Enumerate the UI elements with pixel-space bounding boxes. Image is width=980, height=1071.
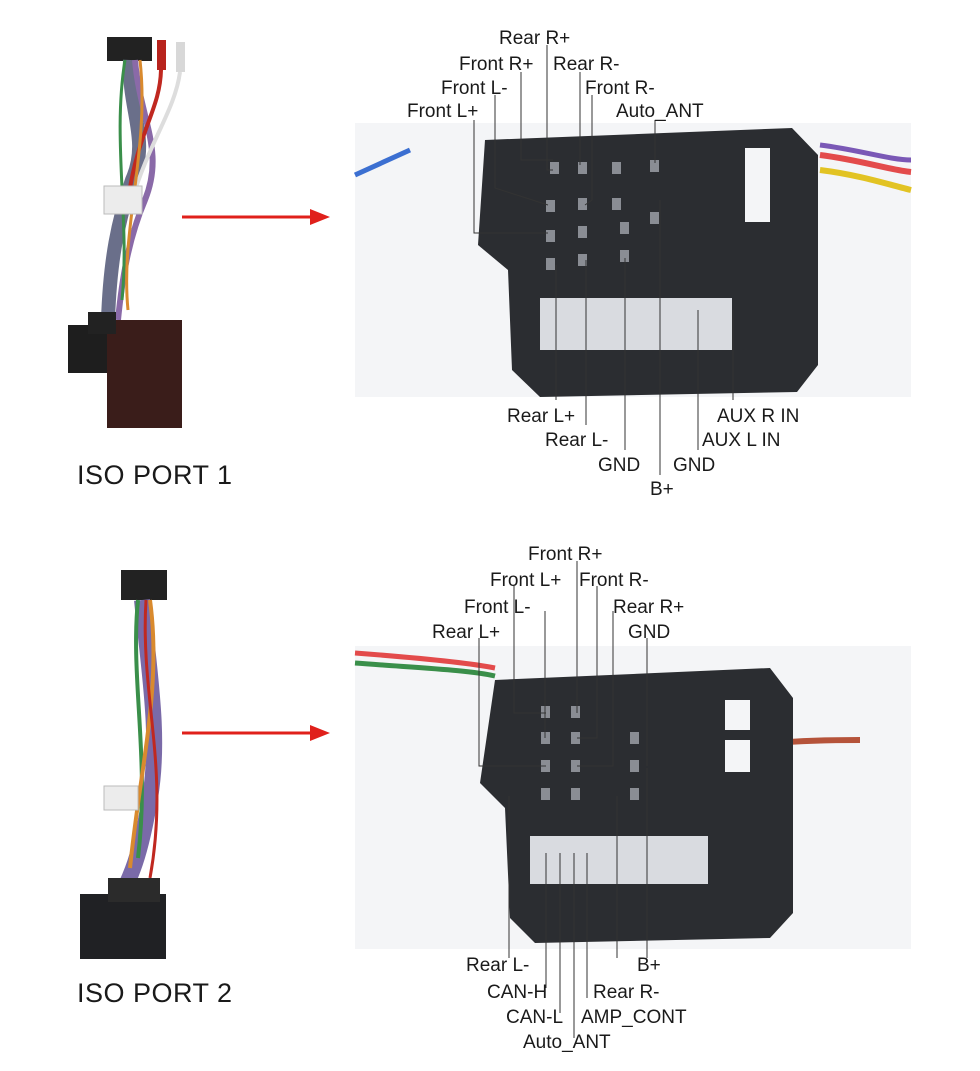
label-aux-r-in: AUX R IN [717, 406, 799, 427]
label-b-plus: B+ [637, 955, 661, 976]
label-rear-r-minus: Rear R- [553, 54, 620, 75]
label-rear-l-plus: Rear L+ [507, 406, 575, 427]
label-front-r-plus: Front R+ [528, 544, 602, 565]
label-aux-l-in: AUX L IN [702, 430, 781, 451]
label-auto-ant: Auto_ANT [616, 101, 704, 122]
iso-port-1-figure: Rear R+ Front R+ Rear R- Front L- Front … [68, 28, 912, 500]
arrow-right-icon [182, 209, 330, 225]
label-gnd: GND [628, 622, 670, 643]
label-front-l-minus: Front L- [464, 597, 531, 618]
label-b-plus: B+ [650, 479, 674, 500]
iso-port-2-figure: Front R+ Front L+ Front R- Front L- Rear… [80, 544, 911, 1053]
cable-harness-icon [80, 570, 167, 959]
iso-port-1-panel: Rear R+ Front R+ Rear R- Front L- Front … [0, 0, 980, 535]
label-front-r-minus: Front R- [585, 78, 655, 99]
label-front-l-plus: Front L+ [407, 101, 478, 122]
label-front-l-minus: Front L- [441, 78, 508, 99]
label-auto-ant: Auto_ANT [523, 1032, 611, 1053]
leader-lines [478, 561, 648, 1038]
arrow-right-icon [182, 725, 330, 741]
iso-connector-icon [354, 646, 911, 949]
iso-port-2-panel: Front R+ Front L+ Front R- Front L- Rear… [0, 518, 980, 1053]
leader-lines [473, 45, 734, 475]
label-rear-r-plus: Rear R+ [613, 597, 684, 618]
label-rear-r-plus: Rear R+ [499, 28, 570, 49]
label-amp-cont: AMP_CONT [581, 1007, 687, 1028]
label-rear-r-minus: Rear R- [593, 982, 660, 1003]
port-title: ISO PORT 2 [77, 978, 233, 1008]
label-rear-l-minus: Rear L- [466, 955, 529, 976]
cable-harness-icon [68, 37, 185, 428]
label-front-r-minus: Front R- [579, 570, 649, 591]
label-can-l: CAN-L [506, 1007, 563, 1028]
label-gnd-1: GND [598, 455, 640, 476]
label-can-h: CAN-H [487, 982, 547, 1003]
iso-connector-icon [353, 123, 912, 397]
label-front-l-plus: Front L+ [490, 570, 561, 591]
label-rear-l-plus: Rear L+ [432, 622, 500, 643]
port-title: ISO PORT 1 [77, 460, 233, 490]
label-front-r-plus: Front R+ [459, 54, 533, 75]
label-rear-l-minus: Rear L- [545, 430, 608, 451]
label-gnd-2: GND [673, 455, 715, 476]
